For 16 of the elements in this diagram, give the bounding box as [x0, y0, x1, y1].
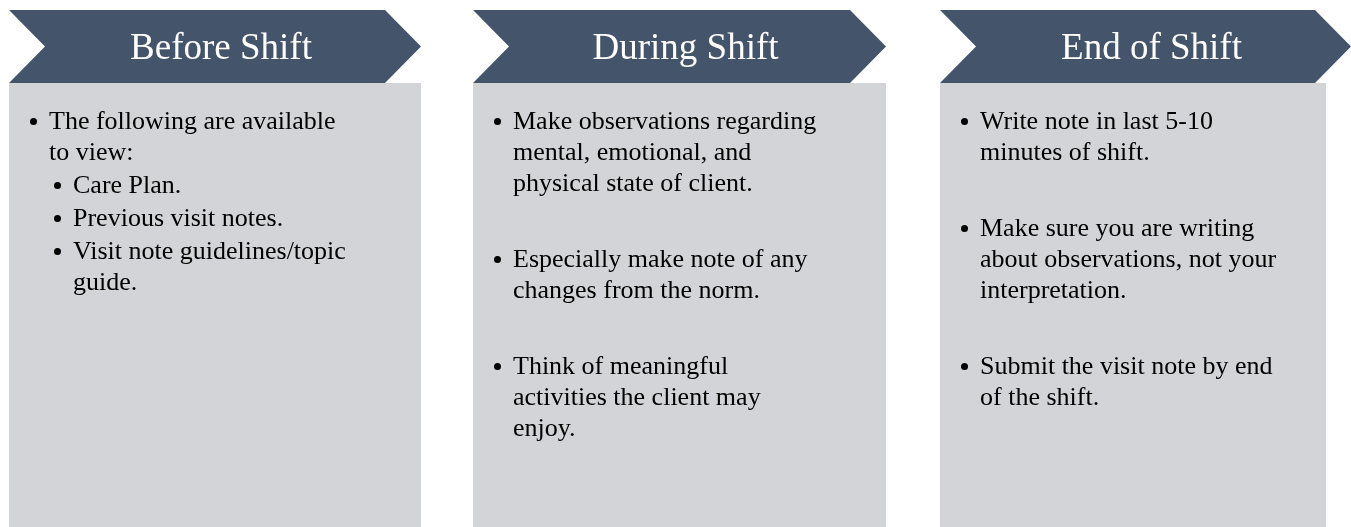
- bullet-text: Make observations regarding mental, emotional, and physical state of client.: [513, 105, 818, 198]
- bullet-text: Make sure you are writing about observations, not your interpretation.: [980, 212, 1278, 305]
- stage-heading: Before Shift: [129, 25, 312, 68]
- bullet-text: Care Plan.: [73, 169, 182, 200]
- bullet-text: Previous visit notes.: [73, 202, 284, 233]
- content-panel: [473, 83, 886, 527]
- bullet-text: Write note in last 5-10 minutes of shift.: [980, 105, 1214, 167]
- bullet-text: Visit note guidelines/topic guide.: [73, 235, 347, 297]
- bullet-text: Think of meaningful activities the client may enjoy.: [513, 350, 762, 443]
- content-panel: [9, 83, 421, 527]
- stage-heading: End of Shift: [1060, 25, 1242, 68]
- bullet-text: The following are available to view:: [49, 105, 337, 167]
- content-panel: [940, 83, 1326, 527]
- bullet-text: Especially make note of any changes from the norm.: [513, 243, 809, 305]
- stage-heading: During Shift: [591, 25, 779, 68]
- bullet-text: Submit the visit note by end of the shift.: [980, 350, 1274, 412]
